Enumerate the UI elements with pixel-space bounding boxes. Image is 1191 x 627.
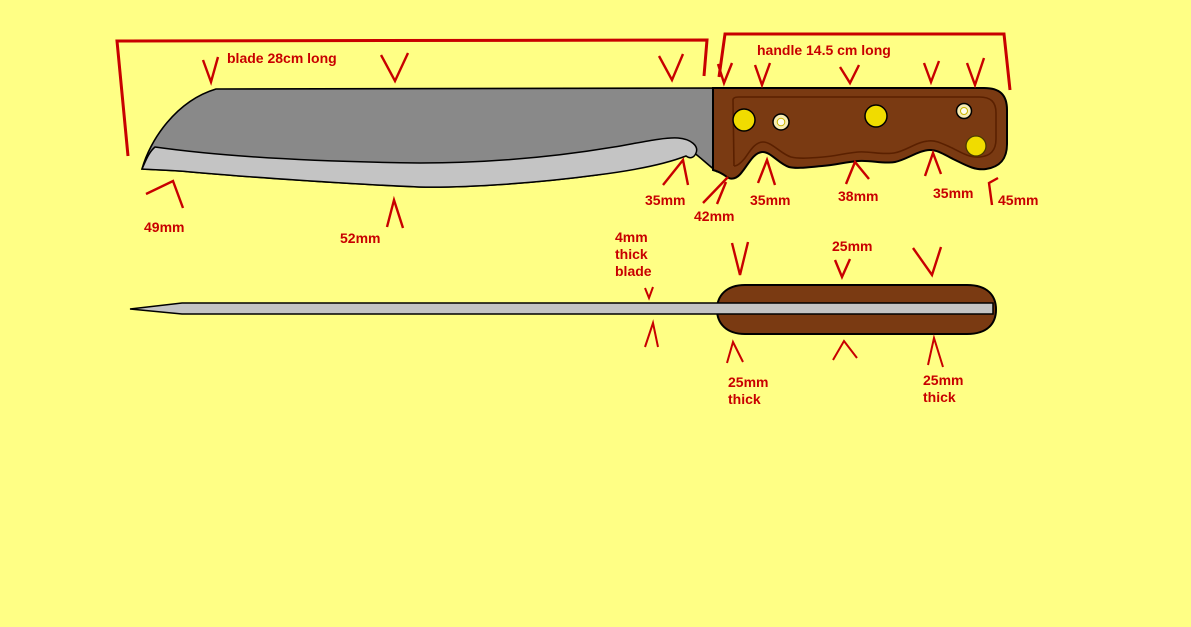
label-handle-length: handle 14.5 cm long: [757, 42, 891, 58]
arrow-blade-length-1: [201, 56, 220, 86]
label-handle-thick-rear: 25mm thick: [923, 372, 964, 405]
label-blade-thickness: 4mm thick blade: [615, 229, 652, 279]
arrow-blade-length-3: [657, 53, 685, 83]
label-dim-35mm-front: 35mm: [750, 192, 791, 208]
arrow-handle-width-2: [833, 258, 852, 281]
blade-bevel-edge: [140, 137, 698, 188]
tube-rivet-rear-center: [960, 107, 968, 115]
arrow-handle-thick-front: [726, 339, 744, 364]
arrow-handle-length-2: [753, 62, 772, 89]
tube-rivet-front-center: [776, 117, 786, 127]
label-dim-45mm: 45mm: [998, 192, 1039, 208]
arrow-handle-width-1: [730, 241, 750, 276]
label-handle-width: 25mm: [832, 238, 873, 254]
handle-scale-inner-line: [732, 96, 997, 167]
label-dim-38mm: 38mm: [838, 188, 879, 204]
arrow-45mm: [987, 176, 999, 206]
arrow-35mm-rear: [923, 149, 943, 177]
arrow-handle-thick-rear: [927, 334, 944, 368]
arrow-handle-width-3: [912, 246, 943, 278]
label-handle-thick-front: 25mm thick: [728, 374, 769, 407]
arrow-handle-thick-mid: [832, 339, 858, 361]
handle-length-bracket: [717, 32, 1012, 91]
label-dim-49mm: 49mm: [144, 219, 185, 235]
arrow-42mm: [702, 176, 729, 204]
label-blade-length: blade 28cm long: [227, 50, 337, 66]
arrow-handle-length-1: [716, 62, 734, 87]
label-dim-42mm: 42mm: [694, 208, 735, 224]
label-dim-35mm-heel: 35mm: [645, 192, 686, 208]
rivet-butt: [965, 135, 987, 157]
arrow-handle-length-5: [965, 57, 986, 89]
spine-view-blade-tang: [129, 302, 994, 315]
label-dim-52mm: 52mm: [340, 230, 381, 246]
rivet-middle: [864, 104, 888, 128]
arrow-blade-thickness-bottom: [644, 319, 659, 348]
rivet-front: [732, 108, 756, 132]
arrow-blade-thickness-top: [644, 286, 654, 301]
arrow-35mm-front: [756, 156, 777, 186]
arrow-handle-length-4: [922, 60, 941, 86]
arrow-handle-length-3: [838, 64, 861, 86]
handle-side-view: [712, 87, 1008, 180]
arrow-49mm: [145, 179, 185, 209]
blade-length-bracket: [115, 38, 709, 157]
arrow-blade-length-2: [379, 52, 410, 84]
arrow-52mm: [385, 195, 405, 229]
arrow-35mm-heel: [662, 157, 690, 186]
arrow-38mm: [844, 159, 870, 185]
arrow-42mm-barb: [715, 181, 728, 205]
label-dim-35mm-rear: 35mm: [933, 185, 974, 201]
